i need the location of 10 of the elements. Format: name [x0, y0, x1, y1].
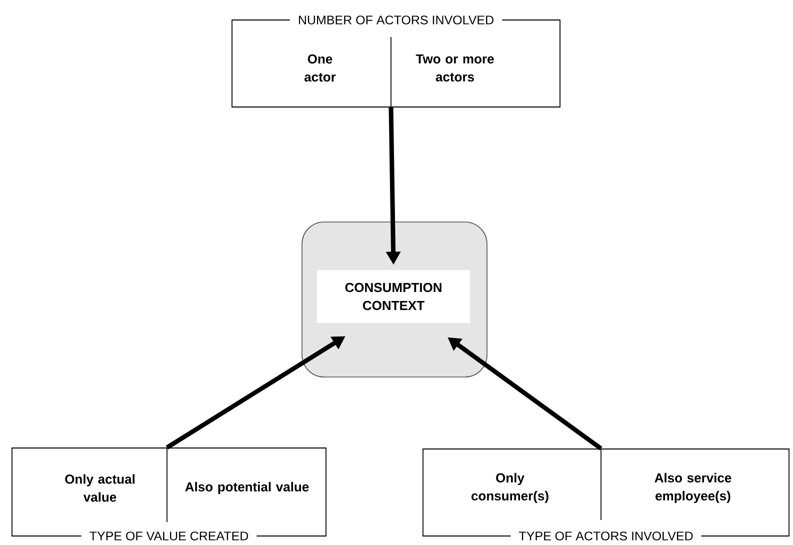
option-label: One actor — [304, 54, 336, 82]
category-heading: TYPE OF VALUE CREATED — [81, 530, 257, 542]
option-label: Only consumer(s) — [472, 472, 548, 504]
option-label: Only actual value — [65, 474, 134, 502]
context-label: CONSUMPTION CONTEXT — [317, 270, 470, 323]
category-heading: NUMBER OF ACTORS INVOLVED — [290, 14, 502, 26]
option-label: Also service employee(s) — [654, 472, 732, 504]
category-heading: TYPE OF ACTORS INVOLVED — [510, 530, 702, 542]
option-label: Also potential value — [185, 482, 309, 494]
option-label: Two or more actors — [416, 54, 494, 82]
